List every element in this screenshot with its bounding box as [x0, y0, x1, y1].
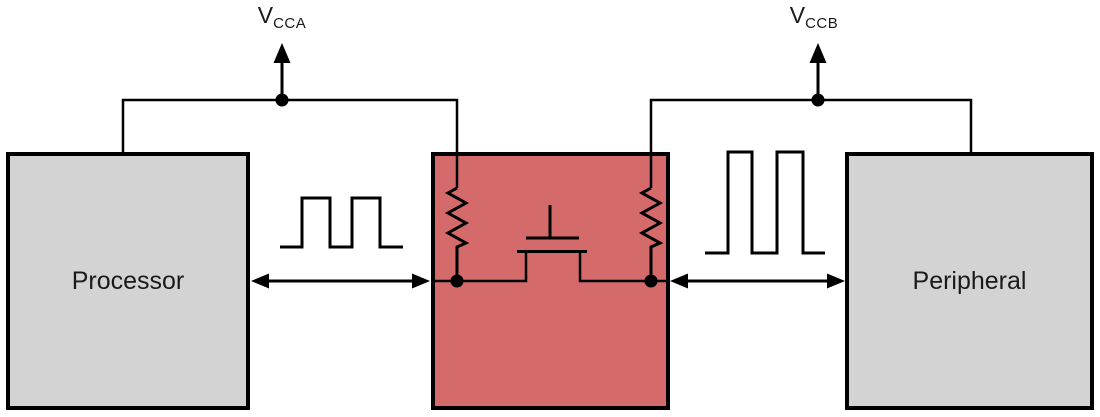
vcca-rail-wire [121, 98, 459, 188]
nmos-transistor-icon [517, 205, 587, 253]
pullup-resistor-b-icon [638, 186, 664, 281]
bus-a-bidirectional-arrow [251, 273, 430, 289]
vcca-supply-arrow-icon [273, 43, 291, 107]
peripheral-label: Peripheral [912, 266, 1027, 295]
processor-label: Processor [71, 266, 185, 295]
vccb-label: VCCB [782, 2, 846, 32]
vcca-label-main: V [257, 2, 274, 28]
vccb-rail-wire [649, 98, 973, 188]
vccb-junction-dot [811, 93, 825, 107]
vcca-junction-dot [275, 93, 289, 107]
pullup-resistor-a-icon [444, 186, 470, 281]
signal-junction-dot-b [644, 274, 658, 288]
translator-signal-wire [433, 251, 668, 283]
vccb-supply-arrow-icon [809, 43, 827, 107]
processor-box [6, 152, 250, 410]
waveform-a-icon [280, 196, 403, 249]
peripheral-box [845, 152, 1094, 410]
vcca-label-sub: CCA [273, 15, 307, 32]
vccb-label-main: V [789, 2, 806, 28]
bus-b-bidirectional-arrow [670, 273, 845, 289]
signal-junction-dot-a [450, 274, 464, 288]
waveform-b-icon [705, 150, 825, 255]
vccb-label-sub: CCB [805, 15, 839, 32]
vcca-label: VCCA [250, 2, 314, 32]
